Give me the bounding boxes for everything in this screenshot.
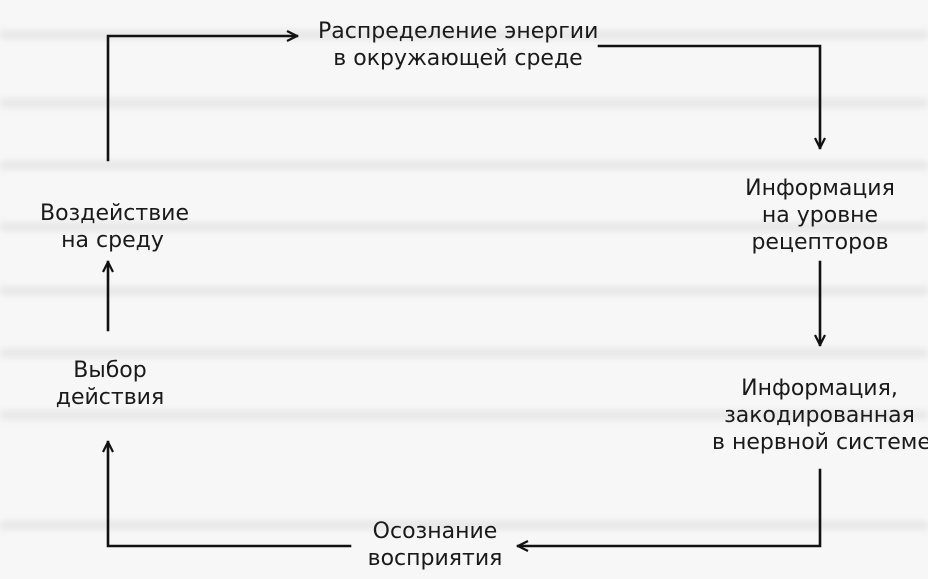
arrow-encoded-to-awareness: [516, 468, 822, 546]
node-environment-impact-line-2: на среду: [61, 228, 164, 253]
background-text-bleed: [0, 286, 928, 296]
background-text-bleed: [0, 30, 928, 40]
node-perception-awareness-line-2: восприятия: [367, 546, 503, 571]
background-text-bleed: [0, 222, 928, 232]
background-text-bleed: [0, 160, 928, 170]
node-receptor-information-line-3: рецепторов: [751, 230, 889, 255]
node-energy-distribution: Распределение энергии в окружающей среде: [318, 18, 598, 72]
background-text-bleed: [0, 410, 928, 420]
arrow-awareness-to-choice: [108, 440, 352, 548]
node-encoded-information: Информация, закодированная в нервной сис…: [712, 375, 928, 456]
node-energy-distribution-line-1: Распределение энергии: [318, 19, 599, 44]
node-action-choice-line-1: Выбор: [73, 358, 147, 383]
node-perception-awareness: Осознание восприятия: [360, 518, 510, 572]
node-perception-awareness-line-1: Осознание: [372, 519, 498, 544]
background-text-bleed: [0, 98, 928, 108]
arrow-distribution-to-receptors: [597, 44, 820, 150]
node-environment-impact: Воздействие на среду: [40, 200, 190, 254]
arrow-impact-to-distribution: [106, 36, 299, 162]
node-receptor-information-line-1: Информация: [745, 176, 895, 201]
node-energy-distribution-line-2: в окружающей среде: [333, 46, 583, 71]
background-text-bleed: [0, 348, 928, 358]
node-action-choice-line-2: действия: [55, 385, 165, 410]
node-encoded-information-line-1: Информация,: [741, 376, 898, 401]
background-text-bleed: [0, 520, 928, 530]
node-receptor-information-line-2: на уровне: [761, 203, 879, 228]
node-action-choice: Выбор действия: [55, 357, 165, 411]
node-environment-impact-line-1: Воздействие: [40, 201, 190, 226]
node-encoded-information-line-3: в нервной системе: [712, 430, 928, 455]
node-encoded-information-line-2: закодированная: [724, 403, 915, 428]
node-receptor-information: Информация на уровне рецепторов: [725, 175, 915, 256]
